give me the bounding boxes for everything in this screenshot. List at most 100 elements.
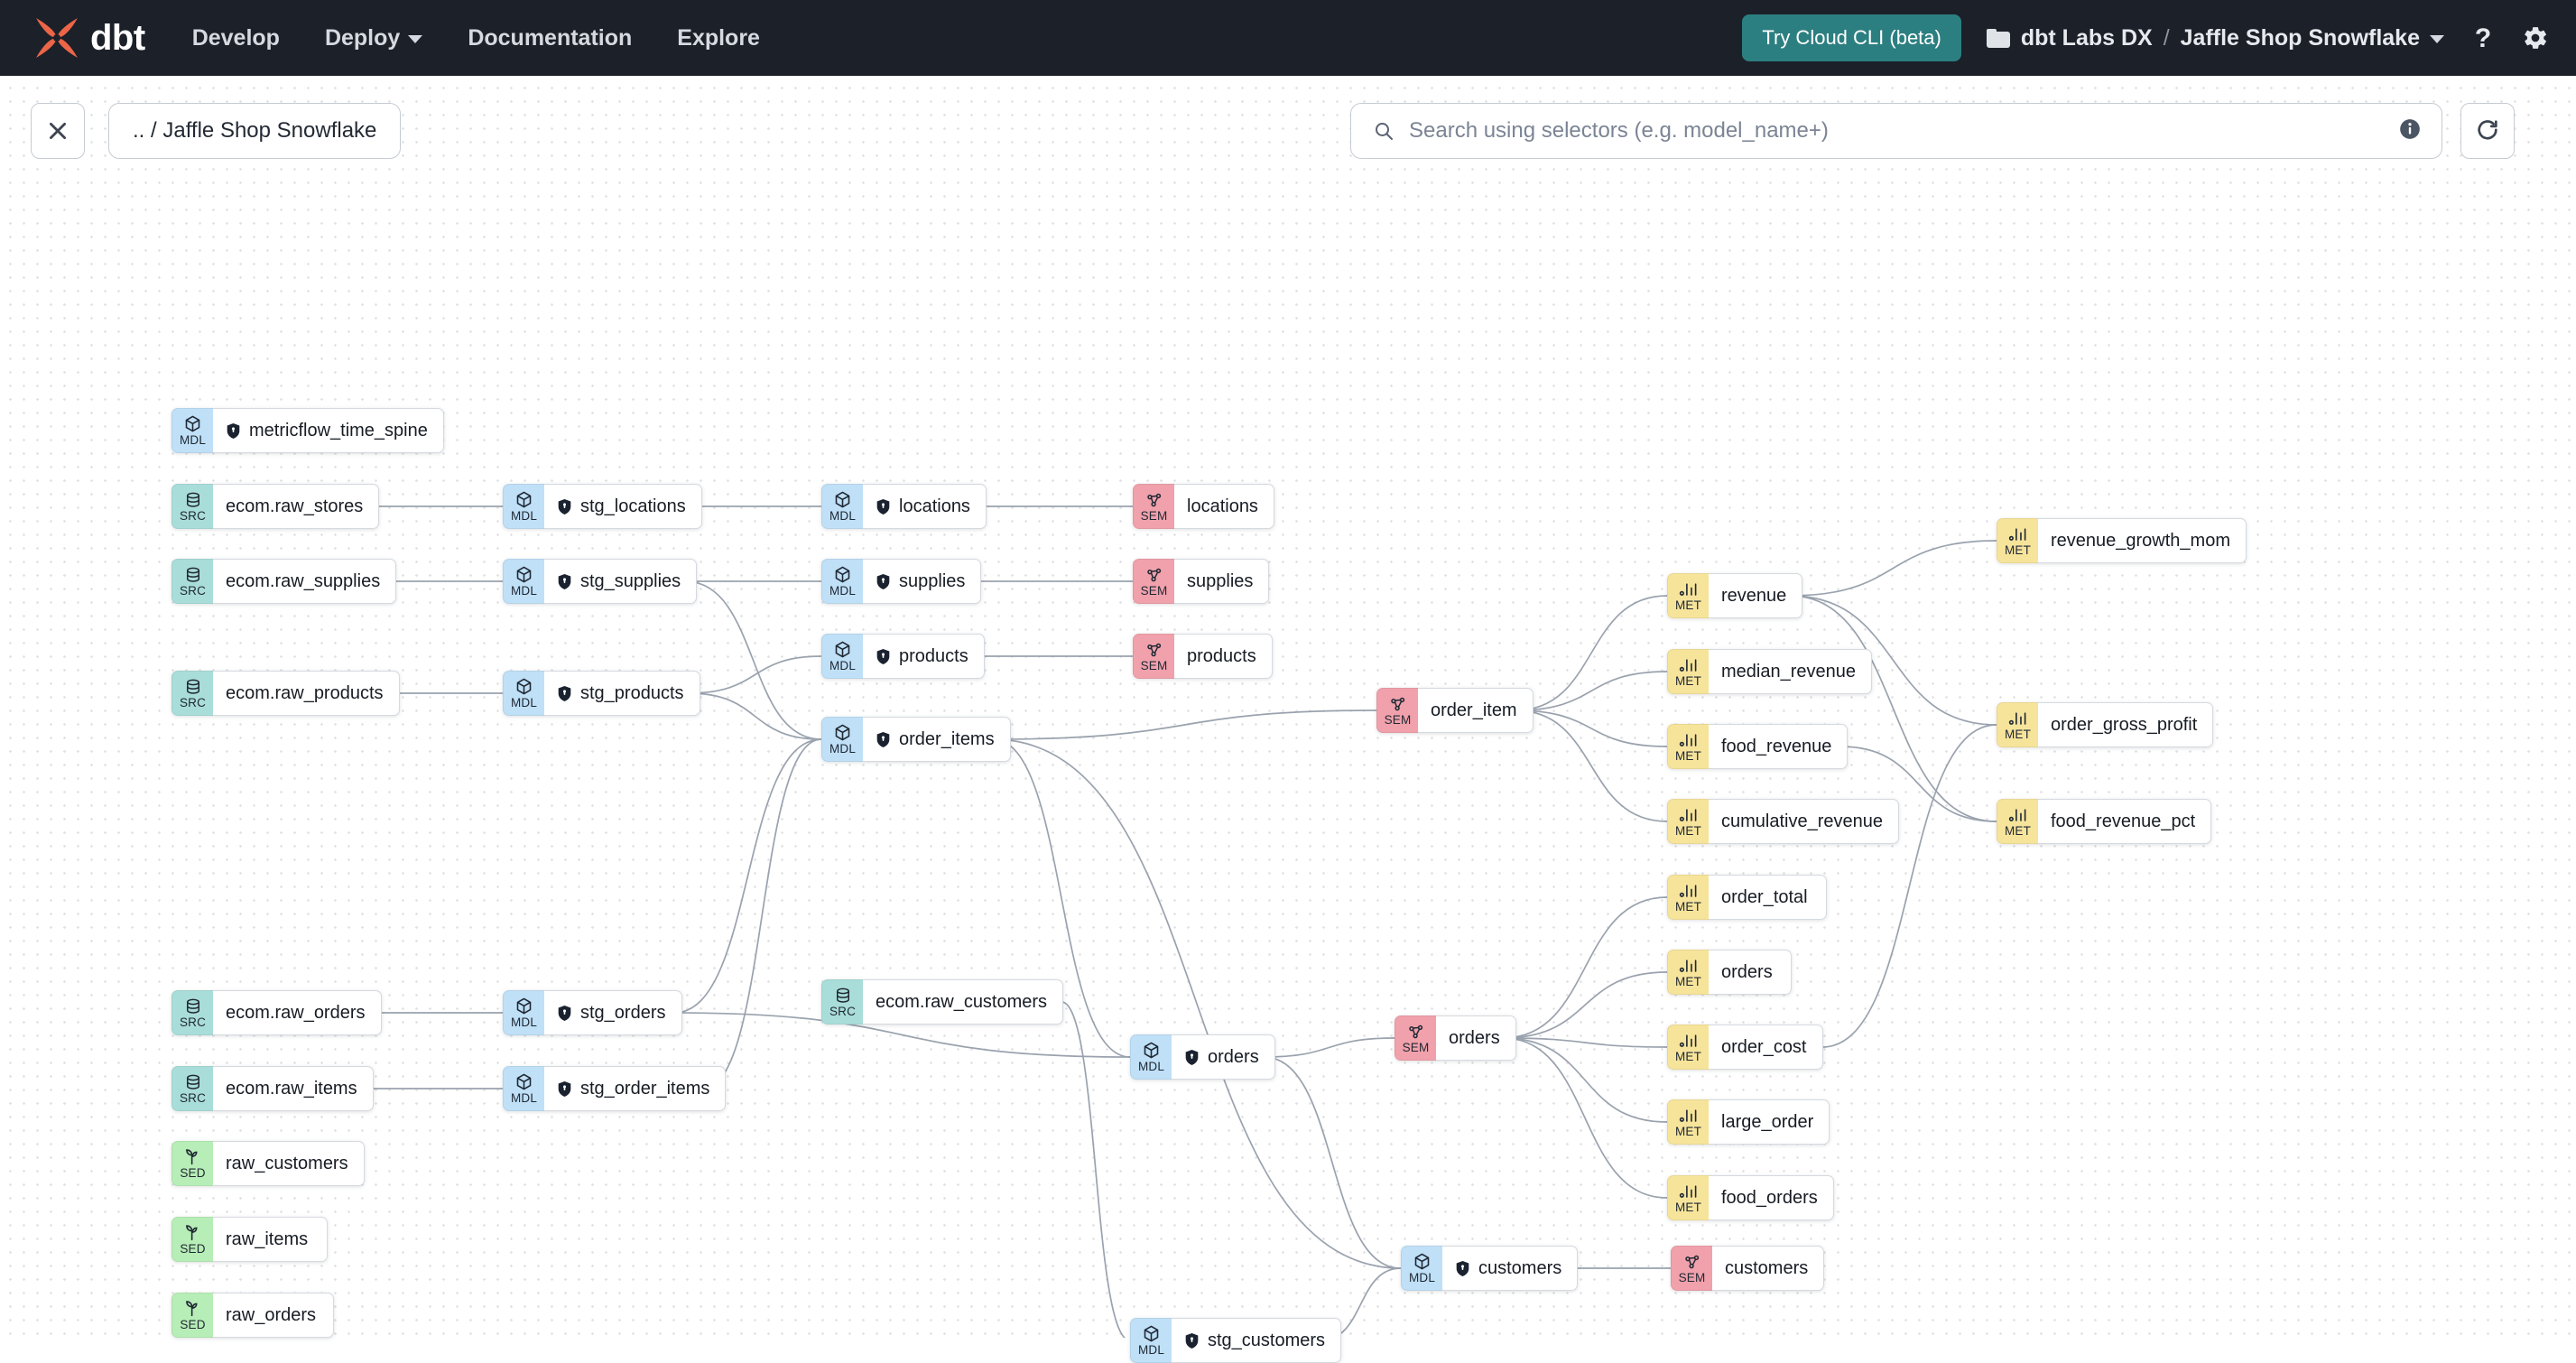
node-type-badge-met: MET [1997, 702, 2038, 747]
search-info-icon[interactable] [2398, 117, 2422, 145]
mdl-icon [514, 997, 533, 1015]
node-body: revenue [1709, 573, 1803, 618]
node-label: food_orders [1721, 1187, 1818, 1208]
breadcrumb-account[interactable]: dbt Labs DX [2020, 24, 2153, 51]
node-type-badge-met: MET [1667, 1099, 1709, 1145]
sed-icon [183, 1300, 202, 1318]
search-box[interactable] [1350, 103, 2442, 159]
edge-mdl_orders-to-mdl_customers [1263, 1056, 1402, 1269]
node-body: customers [1442, 1246, 1579, 1291]
node-body: supplies [863, 559, 982, 604]
node-type-abbr: SEM [1140, 658, 1168, 672]
protected-shield-icon [558, 1005, 571, 1021]
node-type-badge-mdl: MDL [503, 484, 544, 529]
node-type-badge-sem: SEM [1671, 1246, 1712, 1291]
node-label: food_revenue [1721, 736, 1832, 756]
lineage-canvas[interactable]: .. / Jaffle Shop Snowflake [0, 76, 2576, 1363]
node-label: raw_items [226, 1229, 309, 1249]
sed-icon [183, 1224, 202, 1242]
search-input[interactable] [1409, 118, 2398, 144]
node-body: products [1174, 634, 1273, 679]
nav-link-documentation[interactable]: Documentation [468, 25, 632, 51]
node-label: stg_supplies [580, 570, 681, 591]
dbt-logo[interactable]: dbt [32, 14, 145, 61]
node-label: products [899, 645, 968, 666]
node-type-badge-sed: SED [171, 1141, 213, 1186]
node-body: food_orders [1709, 1175, 1834, 1220]
node-label: locations [899, 496, 970, 516]
src-icon [184, 678, 202, 696]
node-body: ecom.raw_supplies [213, 559, 397, 604]
node-type-badge-met: MET [1667, 573, 1709, 618]
node-type-badge-sed: SED [171, 1293, 213, 1338]
try-cloud-cli-button[interactable]: Try Cloud CLI (beta) [1742, 14, 1961, 61]
node-label: cumulative_revenue [1721, 811, 1883, 831]
nav-link-explore[interactable]: Explore [677, 25, 760, 51]
breadcrumb-chip-button[interactable]: .. / Jaffle Shop Snowflake [108, 103, 402, 159]
node-type-badge-mdl: MDL [171, 408, 213, 453]
nav-link-deploy[interactable]: Deploy [325, 25, 423, 51]
sem-icon [1406, 1023, 1425, 1041]
mdl-icon [833, 724, 852, 742]
node-type-badge-src: SRC [171, 671, 213, 716]
node-label: orders [1721, 961, 1773, 982]
edge-stg_order_items-to-mdl_order_items [702, 738, 822, 1089]
help-icon[interactable]: ? [2469, 23, 2497, 52]
node-type-abbr: MET [1674, 1124, 1702, 1138]
node-type-abbr: MDL [1137, 1059, 1165, 1073]
node-type-abbr: MDL [829, 741, 857, 756]
refresh-lineage-button[interactable] [2460, 103, 2515, 159]
node-body: orders [1709, 950, 1792, 995]
met-icon [1679, 656, 1699, 674]
gear-icon[interactable] [2522, 24, 2549, 51]
mdl-icon [833, 566, 852, 584]
close-lineage-button[interactable] [31, 103, 85, 159]
node-label: order_total [1721, 886, 1808, 907]
breadcrumb-project-selector[interactable]: Jaffle Shop Snowflake [2181, 25, 2444, 51]
protected-shield-icon [876, 648, 890, 664]
node-type-badge-met: MET [1667, 724, 1709, 769]
nav-link-develop[interactable]: Develop [192, 25, 280, 51]
graph-node-met_food_revenue[interactable]: MET food_revenue [1667, 724, 1849, 769]
graph-node-sem_products[interactable]: SEM products [1133, 634, 1273, 679]
